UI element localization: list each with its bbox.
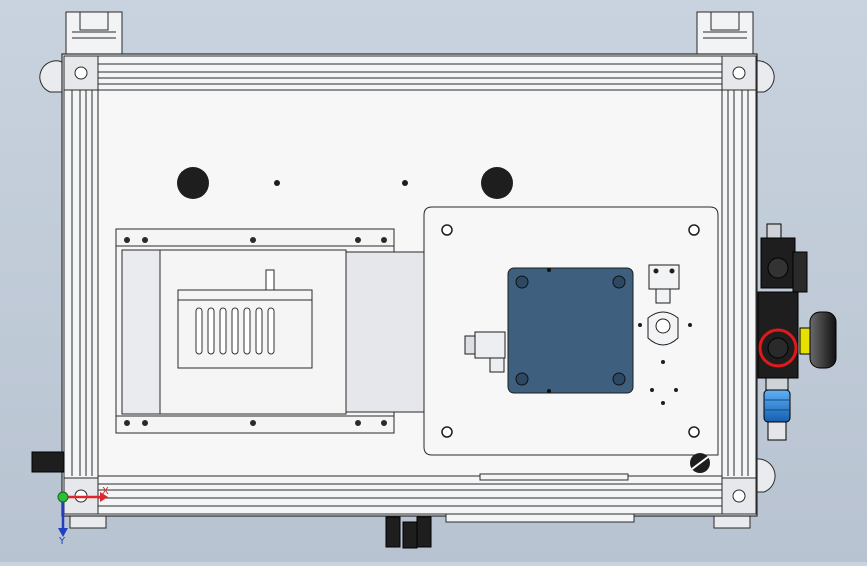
mounting-holes bbox=[177, 167, 513, 199]
corner-bracket-top-right[interactable] bbox=[696, 11, 754, 57]
sensor-bracket[interactable] bbox=[638, 264, 692, 405]
bottom-connectors[interactable] bbox=[385, 516, 432, 549]
bottom-rails-extra bbox=[445, 473, 635, 523]
coordinate-triad: X Y bbox=[57, 486, 109, 547]
side-clip[interactable] bbox=[31, 451, 65, 473]
cylinder-slide-module[interactable] bbox=[115, 228, 426, 434]
corner-bracket-top-left[interactable] bbox=[65, 11, 123, 57]
pneumatic-valve-assembly[interactable] bbox=[757, 223, 837, 441]
stepper-motor[interactable] bbox=[507, 267, 634, 394]
bottom-corner-screw bbox=[690, 453, 710, 473]
x-axis-label: X bbox=[102, 486, 109, 497]
push-fitting[interactable] bbox=[464, 331, 506, 373]
plate-screws bbox=[441, 224, 700, 438]
y-axis-label: Y bbox=[58, 536, 66, 547]
